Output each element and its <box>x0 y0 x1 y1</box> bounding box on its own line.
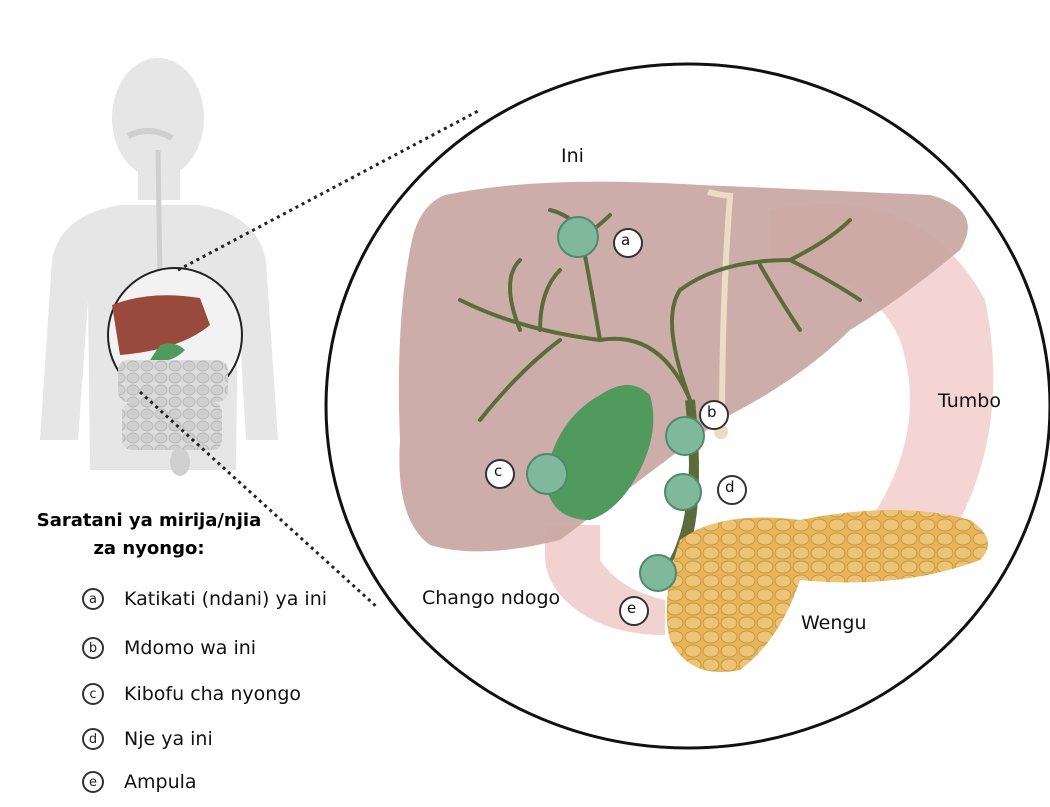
rectum-silhouette <box>170 448 190 476</box>
small-circle-detail <box>108 268 242 402</box>
legend-title-line2: za nyongo: <box>8 535 290 563</box>
legend-item: a Katikati (ndani) ya ini <box>82 585 327 613</box>
marker-b-label: b <box>707 403 717 421</box>
legend-badge: a <box>82 588 104 610</box>
legend-label: Mdomo wa ini <box>124 637 256 659</box>
pancreas-label: Wengu <box>801 612 867 634</box>
marker-a-label: a <box>621 231 630 249</box>
legend-badge: e <box>82 771 104 793</box>
liver-label: Ini <box>561 145 584 167</box>
marker-c-label: c <box>494 462 502 480</box>
marker-d-label: d <box>725 478 735 496</box>
legend-item: c Kibofu cha nyongo <box>82 680 301 708</box>
legend-item: d Nje ya ini <box>82 725 213 753</box>
legend-item: e Ampula <box>82 768 197 796</box>
legend-badge: b <box>82 637 104 659</box>
legend-label: Nje ya ini <box>124 728 213 750</box>
legend-label: Kibofu cha nyongo <box>124 683 301 705</box>
stomach-label: Tumbo <box>938 390 1001 412</box>
legend-title-line1: Saratani ya mirija/njia <box>8 507 290 535</box>
legend-badge: c <box>82 683 104 705</box>
legend-label: Ampula <box>124 771 197 793</box>
legend-item: b Mdomo wa ini <box>82 634 256 662</box>
legend-label: Katikati (ndani) ya ini <box>124 588 327 610</box>
small-intestine-label: Chango ndogo <box>422 587 560 609</box>
marker-e-label: e <box>627 599 636 617</box>
legend-title: Saratani ya mirija/njia za nyongo: <box>8 507 290 563</box>
intestines-silhouette <box>122 402 222 450</box>
legend-badge: d <box>82 728 104 750</box>
